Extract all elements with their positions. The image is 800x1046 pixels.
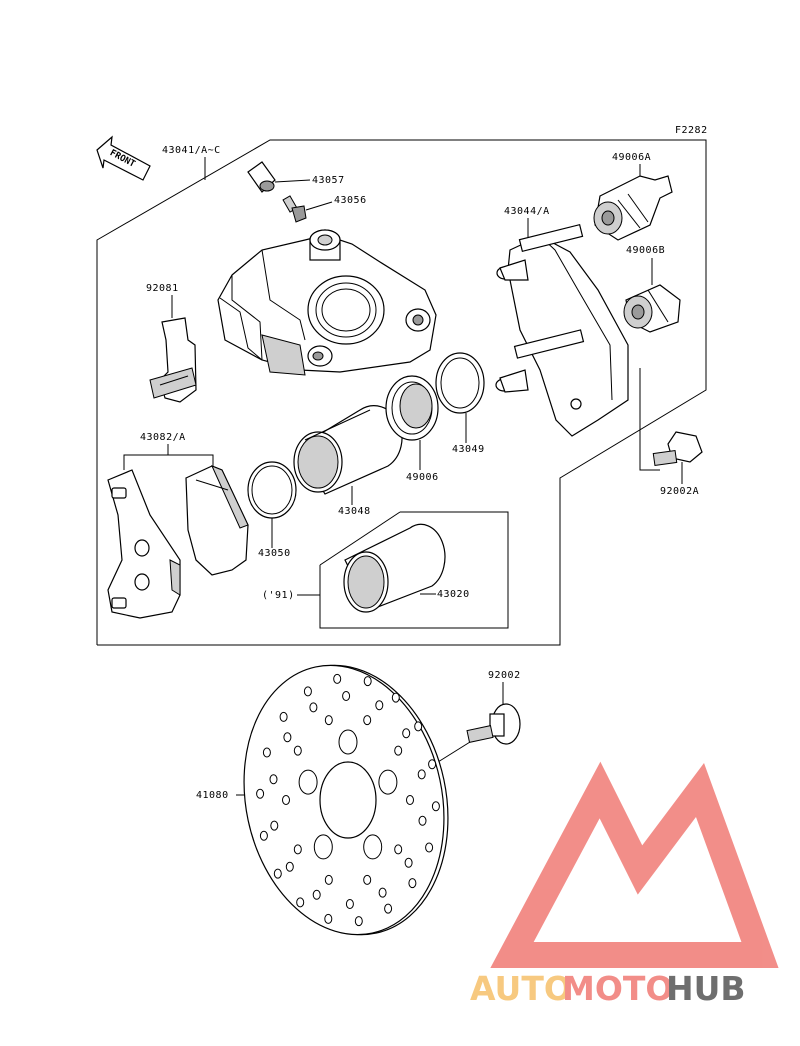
- disc-vent-hole: [324, 715, 333, 726]
- disc-vent-hole: [428, 759, 437, 770]
- disc-vent-hole: [384, 903, 393, 914]
- bleeder-cap: 43057: [247, 161, 345, 193]
- disc-mount-hole: [363, 834, 383, 860]
- brake-pad-right: [185, 465, 249, 576]
- dust-seal: 49006: [385, 375, 439, 483]
- label-49006: 49006: [406, 472, 439, 483]
- automotohub-logo: AUTO MOTO HUB: [470, 761, 779, 1008]
- figure-code: F2282: [675, 125, 708, 136]
- disc-vent-hole: [324, 913, 333, 924]
- disc-vent-hole: [273, 868, 282, 879]
- disc-vent-hole: [402, 728, 411, 739]
- disc-vent-hole: [333, 673, 342, 684]
- label-92002a: 92002A: [660, 486, 699, 497]
- label-43041: 43041/A~C: [162, 145, 221, 156]
- label-43082: 43082/A: [140, 432, 186, 443]
- disc-vent-hole: [296, 897, 305, 908]
- disc-vent-hole: [394, 844, 403, 855]
- label-43049: 43049: [452, 444, 485, 455]
- disc-vent-hole: [363, 715, 372, 726]
- boot-b: [623, 284, 681, 333]
- disc-bolt: [437, 703, 521, 763]
- label-49006b: 49006B: [626, 245, 665, 256]
- disc-vent-hole: [285, 861, 294, 872]
- disc-vent-hole: [404, 857, 413, 868]
- disc-vent-hole: [283, 732, 292, 743]
- disc-mount-hole: [378, 769, 398, 795]
- disc-vent-hole: [354, 916, 363, 927]
- label-43057: 43057: [312, 175, 345, 186]
- disc-vent-hole: [418, 815, 427, 826]
- label-91-note: ('91): [262, 590, 295, 601]
- disc-mount-hole: [298, 769, 318, 795]
- caliper-holder: [495, 223, 629, 437]
- disc-vent-hole: [293, 844, 302, 855]
- disc-vent-hole: [262, 747, 271, 758]
- disc-vent-hole: [363, 874, 372, 885]
- disc-vent-hole: [394, 745, 403, 756]
- piston-alt-box: [319, 511, 509, 629]
- disc-vent-hole: [345, 899, 354, 909]
- caliper-body: [217, 229, 437, 376]
- label-41080: 41080: [196, 790, 229, 801]
- disc-vent-hole: [309, 702, 318, 713]
- disc-vent-hole: [417, 769, 426, 780]
- logo-text-auto: AUTO: [470, 969, 572, 1008]
- brake-pad-left: [107, 469, 181, 619]
- disc-vent-hole: [256, 788, 265, 799]
- disc-vent-hole: [293, 745, 302, 756]
- boot-a: [593, 175, 673, 241]
- logo-text-hub: HUB: [666, 969, 746, 1008]
- caliper-group-outline: [96, 139, 707, 646]
- disc-vent-hole: [270, 820, 279, 831]
- disc-vent-hole: [375, 700, 384, 711]
- label-92002: 92002: [488, 670, 521, 681]
- disc-vent-hole: [406, 795, 414, 805]
- label-43056: 43056: [334, 195, 367, 206]
- disc-vent-hole: [282, 795, 290, 805]
- label-43044: 43044/A: [504, 206, 550, 217]
- logo-triangle-icon: [490, 761, 779, 968]
- piston-seal: 43049: [435, 352, 485, 455]
- label-43020: 43020: [437, 589, 470, 600]
- disc-vent-hole: [259, 830, 268, 841]
- label-92081: 92081: [146, 283, 179, 294]
- pad-spring: [149, 317, 197, 403]
- piston-alt: 43020: [343, 523, 470, 613]
- disc-mount-hole: [313, 834, 333, 860]
- disc-vent-hole: [378, 887, 387, 898]
- logo-text-moto: MOTO: [562, 969, 673, 1008]
- label-43048: 43048: [338, 506, 371, 517]
- disc-vent-hole: [363, 676, 372, 687]
- label-49006a: 49006A: [612, 152, 651, 163]
- disc-vent-hole: [391, 692, 400, 703]
- disc-vent-hole: [269, 774, 278, 785]
- disc-mount-hole: [338, 729, 358, 755]
- piston: 43048: [293, 405, 403, 517]
- disc-vent-hole: [414, 721, 423, 732]
- disc-vent-hole: [303, 686, 312, 697]
- disc-vent-hole: [279, 711, 288, 722]
- disc-vent-hole: [312, 889, 321, 900]
- front-arrow-icon: FRONT: [96, 135, 151, 181]
- disc-vent-hole: [425, 842, 434, 853]
- disc-vent-hole: [342, 691, 351, 701]
- disc-vent-hole: [408, 878, 417, 889]
- disc-vent-hole: [324, 874, 333, 885]
- brake-disc: [243, 664, 449, 936]
- disc-vent-hole: [431, 801, 440, 812]
- label-43050: 43050: [258, 548, 291, 559]
- insulator: 43050: [247, 461, 297, 559]
- holder-bolt: 92002A: [652, 431, 703, 497]
- bleeder-valve: 43056: [282, 195, 367, 223]
